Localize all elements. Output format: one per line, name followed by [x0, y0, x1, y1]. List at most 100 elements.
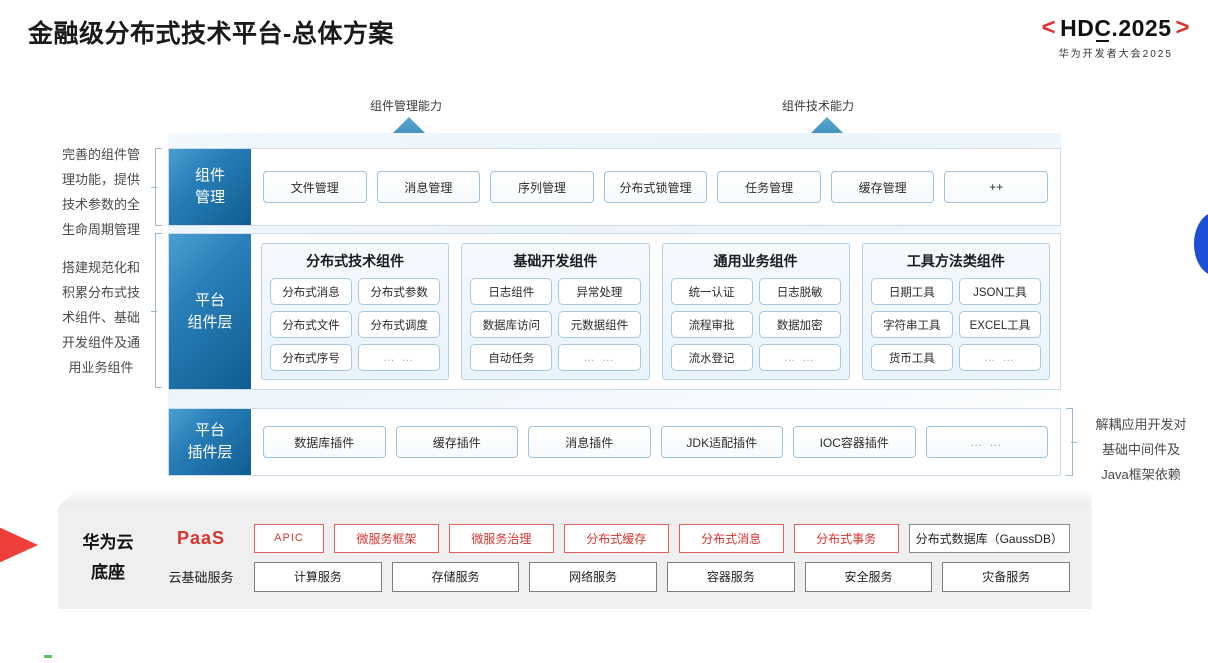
- layer-tag-line: 平台: [194, 291, 225, 309]
- arrow-label-right: 组件技术能力: [782, 99, 855, 113]
- cell-distributed-param[interactable]: 分布式参数: [358, 278, 441, 305]
- cell-more[interactable]: … …: [958, 344, 1041, 371]
- hdc-logo-main: < HDC.2025 >: [1041, 14, 1190, 42]
- chip-more[interactable]: ++: [944, 171, 1049, 203]
- side-note-line: 积累分布式技: [61, 285, 140, 300]
- cell-unified-auth[interactable]: 统一认证: [670, 278, 753, 305]
- paas-row: PaaS APIC 微服务框架 微服务治理 分布式缓存 分布式消息 分布式事务 …: [158, 523, 1071, 553]
- cell-exception-handling[interactable]: 异常处理: [558, 278, 641, 305]
- chip-task-management[interactable]: 任务管理: [717, 171, 821, 203]
- base-item-network[interactable]: 网络服务: [529, 561, 658, 592]
- cell-distributed-sequence[interactable]: 分布式序号: [270, 344, 353, 371]
- side-note-line: 解耦应用开发对: [1095, 417, 1187, 432]
- brace-left-bottom: [151, 233, 162, 388]
- brace-left-top: [151, 148, 162, 226]
- cell-date-tool[interactable]: 日期工具: [870, 278, 953, 305]
- foundation-title-line: 华为云: [82, 532, 134, 552]
- chip-ioc-container-plugin[interactable]: IOC容器插件: [793, 426, 916, 458]
- hdc-logo: < HDC.2025 > 华为开发者大会2025: [1041, 14, 1190, 61]
- side-note-line: 搭建规范化和: [61, 260, 140, 275]
- paas-item-apic[interactable]: APIC: [254, 523, 324, 553]
- side-note-line: 完善的组件管: [61, 147, 140, 162]
- cell-log-component[interactable]: 日志组件: [470, 278, 553, 305]
- group-title: 基础开发组件: [513, 253, 598, 269]
- paas-label: PaaS: [176, 527, 226, 548]
- chip-cache-management[interactable]: 缓存管理: [830, 171, 935, 203]
- group-grid: 日期工具 JSON工具 字符串工具 EXCEL工具 货币工具 … …: [870, 278, 1041, 371]
- chip-more[interactable]: … …: [925, 426, 1048, 458]
- cell-log-masking[interactable]: 日志脱敏: [758, 278, 841, 305]
- green-tick-decoration: [44, 655, 52, 658]
- paas-item-microservice-governance[interactable]: 微服务治理: [448, 523, 554, 553]
- base-item-container[interactable]: 容器服务: [667, 561, 795, 592]
- foundation-title-line: 底座: [91, 562, 125, 582]
- base-service-row: 云基础服务 计算服务 存储服务 网络服务 容器服务 安全服务 灾备服务: [158, 561, 1071, 592]
- side-note-line: 基础中间件及: [1101, 442, 1180, 457]
- paas-item-distributed-message[interactable]: 分布式消息: [678, 523, 784, 553]
- layer-tag-line: 插件层: [187, 444, 233, 461]
- cell-more[interactable]: … …: [558, 344, 641, 371]
- side-note-line: 理功能，提供: [61, 172, 140, 187]
- cell-process-approval[interactable]: 流程审批: [670, 311, 753, 338]
- layer-component-management: 组件 管理 文件管理 消息管理 序列管理 分布式锁管理 任务管理 缓存管理 ++: [168, 148, 1061, 226]
- group-grid: 分布式消息 分布式参数 分布式文件 分布式调度 分布式序号 … …: [270, 278, 441, 371]
- layer-tag-platform-plugins: 平台 插件层: [169, 409, 251, 475]
- base-item-storage[interactable]: 存储服务: [391, 561, 520, 592]
- chip-database-plugin[interactable]: 数据库插件: [263, 426, 386, 458]
- foundation-slab: 华为云 底座 PaaS APIC 微服务框架 微服务治理 分布式缓存 分布式消息…: [58, 506, 1092, 609]
- side-note-line: 术组件、基础: [61, 310, 140, 325]
- cell-more[interactable]: … …: [358, 344, 441, 371]
- base-item-compute[interactable]: 计算服务: [254, 561, 382, 592]
- cell-more[interactable]: … …: [758, 344, 841, 371]
- cell-distributed-schedule[interactable]: 分布式调度: [358, 311, 441, 338]
- cell-currency-tool[interactable]: 货币工具: [870, 344, 953, 371]
- layer-tag-line: 组件: [194, 167, 225, 184]
- cell-distributed-message[interactable]: 分布式消息: [270, 278, 353, 305]
- group-distributed-tech: 分布式技术组件 分布式消息 分布式参数 分布式文件 分布式调度 分布式序号 … …: [261, 243, 450, 380]
- bracket-left-icon: <: [1041, 14, 1057, 41]
- cell-auto-task[interactable]: 自动任务: [470, 344, 553, 371]
- chip-row-component-management: 文件管理 消息管理 序列管理 分布式锁管理 任务管理 缓存管理 ++: [251, 171, 1060, 203]
- red-petal-decoration: [0, 512, 38, 578]
- paas-item-distributed-transaction[interactable]: 分布式事务: [793, 523, 899, 553]
- cell-distributed-file[interactable]: 分布式文件: [270, 311, 353, 338]
- cell-string-tool[interactable]: 字符串工具: [870, 311, 953, 338]
- base-item-disaster-recovery[interactable]: 灾备服务: [942, 561, 1071, 592]
- cell-database-access[interactable]: 数据库访问: [470, 311, 553, 338]
- chip-sequence-management[interactable]: 序列管理: [490, 171, 594, 203]
- cell-metadata-component[interactable]: 元数据组件: [558, 311, 641, 338]
- group-row-platform-components: 分布式技术组件 分布式消息 分布式参数 分布式文件 分布式调度 分布式序号 … …: [251, 236, 1060, 387]
- foundation-rows: PaaS APIC 微服务框架 微服务治理 分布式缓存 分布式消息 分布式事务 …: [158, 523, 1092, 592]
- group-title: 工具方法类组件: [906, 253, 1005, 269]
- layer-platform-plugins: 平台 插件层 数据库插件 缓存插件 消息插件 JDK适配插件 IOC容器插件 ……: [168, 408, 1061, 476]
- side-note-line: Java框架依赖: [1101, 467, 1181, 482]
- group-utility-methods: 工具方法类组件 日期工具 JSON工具 字符串工具 EXCEL工具 货币工具 ……: [861, 243, 1050, 380]
- group-title: 分布式技术组件: [306, 253, 405, 269]
- bracket-right-icon: >: [1175, 14, 1190, 41]
- chip-distributed-lock-management[interactable]: 分布式锁管理: [603, 171, 708, 203]
- side-note-line: 技术参数的全: [61, 197, 140, 212]
- chip-message-management[interactable]: 消息管理: [376, 171, 481, 203]
- page-title: 金融级分布式技术平台-总体方案: [28, 20, 394, 48]
- cell-excel-tool[interactable]: EXCEL工具: [958, 311, 1041, 338]
- layer-body-platform-plugins: 数据库插件 缓存插件 消息插件 JDK适配插件 IOC容器插件 … …: [251, 409, 1060, 475]
- side-note-line: 生命周期管理: [61, 222, 140, 237]
- base-item-security[interactable]: 安全服务: [804, 561, 933, 592]
- layer-tag-line: 平台: [194, 422, 225, 439]
- hdc-logo-text: HDC.2025: [1060, 14, 1172, 42]
- chip-jdk-adapter-plugin[interactable]: JDK适配插件: [660, 426, 783, 458]
- cell-data-encryption[interactable]: 数据加密: [758, 311, 841, 338]
- chip-file-management[interactable]: 文件管理: [263, 171, 367, 203]
- cell-json-tool[interactable]: JSON工具: [958, 278, 1041, 305]
- cell-transaction-record[interactable]: 流水登记: [670, 344, 753, 371]
- chip-row-platform-plugins: 数据库插件 缓存插件 消息插件 JDK适配插件 IOC容器插件 … …: [251, 426, 1060, 458]
- chip-message-plugin[interactable]: 消息插件: [528, 426, 651, 458]
- paas-item-distributed-cache[interactable]: 分布式缓存: [563, 523, 669, 553]
- layer-tag-line: 管理: [194, 189, 225, 206]
- chip-cache-plugin[interactable]: 缓存插件: [395, 426, 518, 458]
- paas-item-microservice-framework[interactable]: 微服务框架: [334, 523, 439, 553]
- group-grid: 统一认证 日志脱敏 流程审批 数据加密 流水登记 … …: [670, 278, 841, 371]
- layer-platform-components: 平台 组件层 分布式技术组件 分布式消息 分布式参数 分布式文件 分布式调度 分…: [168, 233, 1061, 390]
- paas-item-distributed-database[interactable]: 分布式数据库（GaussDB）: [908, 523, 1071, 553]
